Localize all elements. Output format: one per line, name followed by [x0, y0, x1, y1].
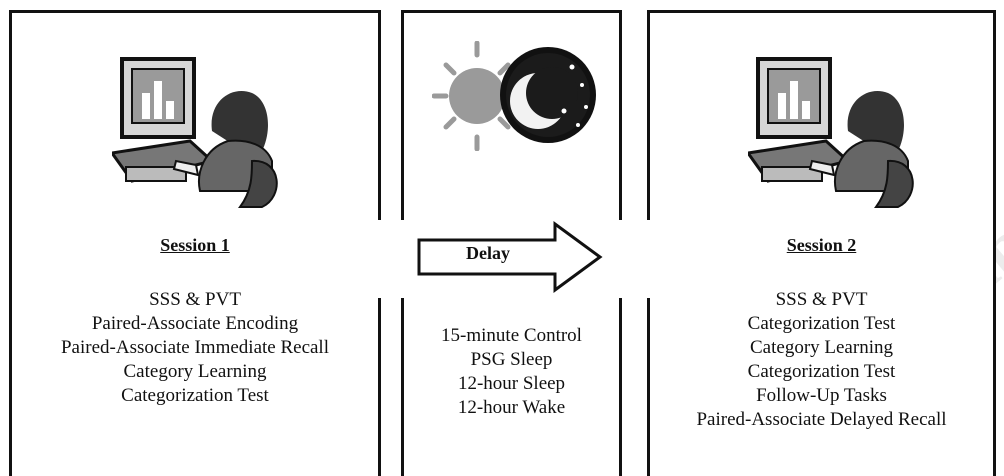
session-1-heading: Session 1 [160, 235, 230, 255]
list-item: 12-hour Sleep [457, 373, 566, 394]
session-1-panel: Session 1 SSS & PVT Paired-Associate Enc… [9, 10, 381, 476]
session-2-task-list: SSS & PVT Categorization Test Category L… [650, 288, 993, 432]
list-item: Paired-Associate Immediate Recall [60, 337, 329, 358]
list-item: Category Learning [123, 361, 267, 382]
list-item: SSS & PVT [149, 289, 241, 310]
computer-user-icon [748, 57, 914, 208]
list-item: Categorization Test [121, 385, 269, 406]
list-item: Paired-Associate Encoding [91, 313, 299, 334]
session-2-heading: Session 2 [786, 235, 857, 255]
day-night-icon [432, 41, 596, 151]
list-item: Categorization Test [747, 361, 896, 382]
list-item: Categorization Test [747, 313, 896, 334]
delay-condition-list: 15-minute Control PSG Sleep 12-hour Slee… [404, 324, 619, 420]
computer-user-icon [112, 57, 278, 208]
list-item: SSS & PVT [775, 289, 868, 310]
list-item: 12-hour Wake [457, 397, 566, 418]
delay-label: Delay [466, 243, 510, 263]
list-item: Follow-Up Tasks [756, 385, 887, 406]
list-item: 15-minute Control [441, 325, 582, 346]
delay-arrow-icon [417, 221, 603, 293]
list-item: Paired-Associate Delayed Recall [696, 409, 947, 430]
session-2-panel: Session 2 SSS & PVT Categorization Test … [647, 10, 996, 476]
list-item: PSG Sleep [470, 349, 553, 370]
session-1-task-list: SSS & PVT Paired-Associate Encoding Pair… [12, 288, 378, 408]
list-item: Category Learning [750, 337, 893, 358]
